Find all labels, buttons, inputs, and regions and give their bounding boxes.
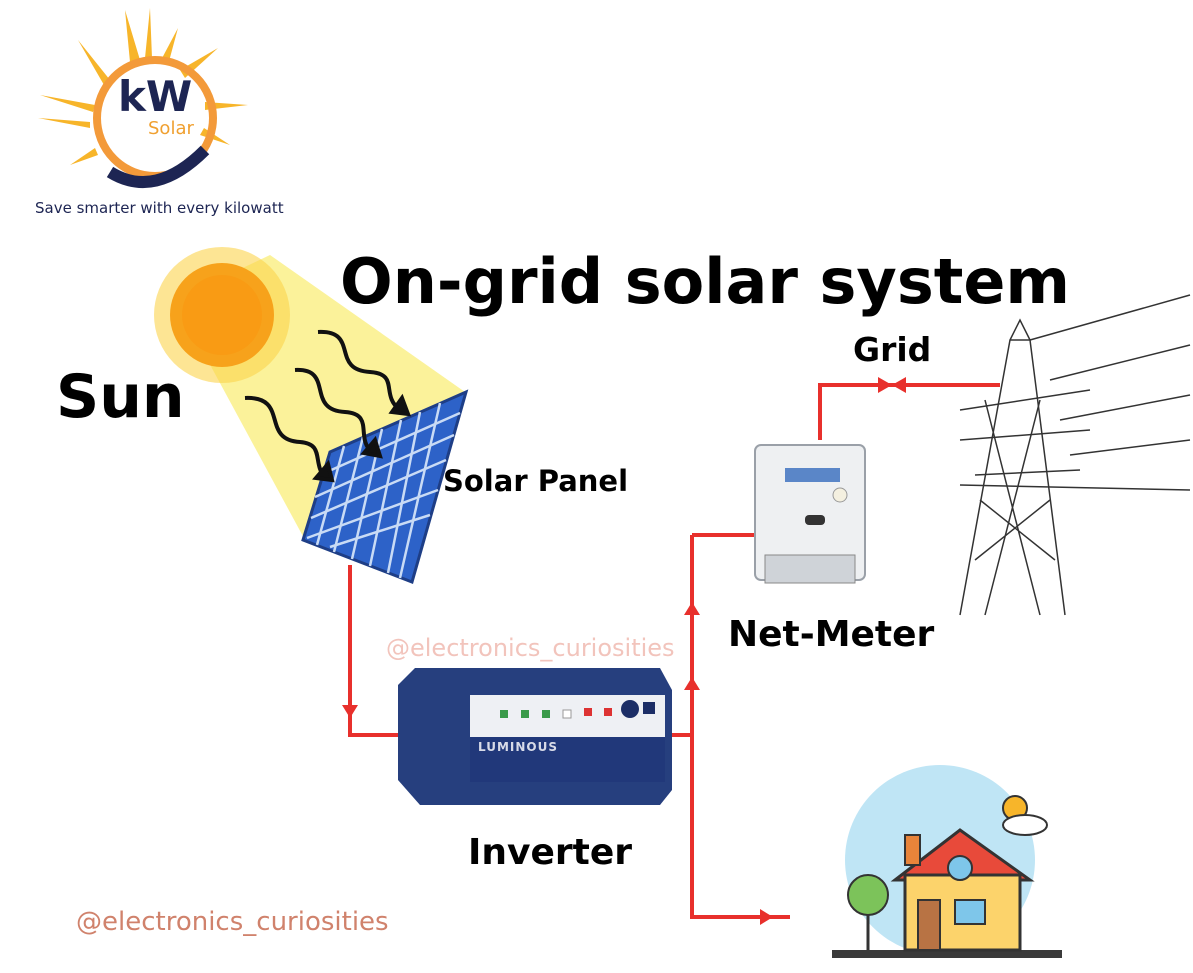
logo-solar-text: Solar	[148, 118, 194, 139]
diagram-title: On-grid solar system	[340, 245, 1071, 318]
transmission-tower-icon	[959, 294, 1191, 616]
logo-kw-text: kW	[118, 72, 193, 121]
net-meter-icon	[754, 444, 866, 584]
grid-label: Grid	[853, 330, 932, 369]
inverter-label: Inverter	[468, 832, 633, 873]
sun-icon	[154, 247, 290, 383]
grid-valve-icon	[878, 377, 892, 393]
kw-solar-logo	[38, 8, 248, 189]
logo-tagline: Save smarter with every kilowatt	[35, 199, 284, 217]
inverter-brand: LUMINOUS	[478, 740, 558, 754]
sun-label: Sun	[56, 362, 185, 432]
wiring	[348, 383, 1000, 919]
house-icon	[832, 765, 1062, 958]
inverter-icon	[398, 668, 672, 805]
wire-arrows	[342, 377, 906, 925]
watermark-bottom: @electronics_curiosities	[76, 907, 389, 937]
sunlight-arrows	[244, 329, 412, 483]
watermark-center: @electronics_curiosities	[386, 634, 675, 662]
solar-panel-icon	[301, 389, 469, 584]
net-meter-label: Net-Meter	[728, 614, 935, 655]
solar-panel-label: Solar Panel	[443, 464, 629, 498]
